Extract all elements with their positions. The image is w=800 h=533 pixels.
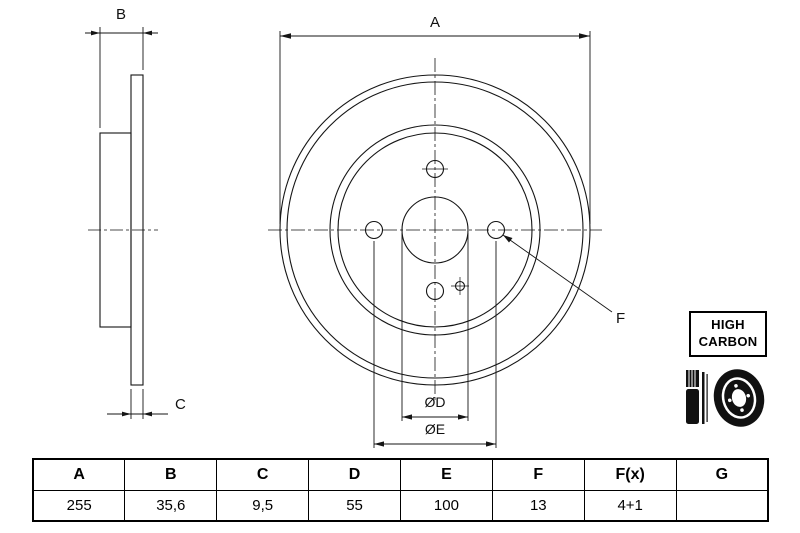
arrowhead	[486, 441, 496, 447]
arrowhead	[402, 414, 412, 420]
dimension-table: A B C D E F F(x) G 255 35,6 9,5 55 100 1…	[32, 458, 769, 522]
table-header-row: A B C D E F F(x) G	[32, 458, 769, 491]
arrowhead	[143, 411, 152, 417]
front-view	[268, 58, 602, 400]
brake-disc-glyph	[713, 369, 765, 427]
table-value-b: 35,6	[124, 489, 218, 522]
dimension-e	[373, 241, 497, 448]
table-header-d: D	[308, 458, 401, 491]
arrowhead	[579, 33, 590, 39]
table-value-c: 9,5	[216, 489, 310, 522]
dimension-b	[85, 27, 158, 128]
dimension-d	[401, 233, 469, 421]
dim-label-b: B	[116, 6, 126, 23]
table-value-d: 55	[308, 489, 401, 522]
arrowhead	[374, 441, 384, 447]
dim-label-d: ØD	[425, 394, 446, 410]
dim-label-f: F	[616, 310, 625, 327]
table-header-b: B	[124, 458, 218, 491]
table-header-e: E	[400, 458, 493, 491]
table-value-g	[675, 489, 769, 522]
arrowhead	[143, 30, 152, 36]
table-value-e: 100	[400, 489, 493, 522]
table-value-fx: 4+1	[583, 489, 677, 522]
brake-disc-and-pad-icon	[686, 369, 765, 427]
brake-disc-technical-drawing: A B C ØD ØE F	[85, 6, 625, 448]
table-header-fx: F(x)	[583, 458, 677, 491]
table-value-f: 13	[491, 489, 585, 522]
arrowhead	[122, 411, 131, 417]
dimension-c	[107, 389, 168, 419]
brake-pad-glyph	[686, 370, 708, 424]
table-header-g: G	[675, 458, 769, 491]
arrowhead	[91, 30, 100, 36]
dim-label-a: A	[430, 14, 440, 31]
high-carbon-badge: HIGH CARBON	[689, 311, 767, 357]
table-header-a: A	[32, 458, 126, 491]
side-view	[88, 74, 158, 386]
arrowhead	[503, 235, 513, 243]
table-value-row: 255 35,6 9,5 55 100 13 4+1	[32, 489, 769, 522]
arrowhead	[280, 33, 291, 39]
dim-label-c: C	[175, 396, 186, 413]
arrowhead	[458, 414, 468, 420]
dim-label-e: ØE	[425, 421, 445, 437]
table-header-c: C	[216, 458, 310, 491]
table-value-a: 255	[32, 489, 126, 522]
high-carbon-line1: HIGH	[711, 317, 745, 333]
high-carbon-line2: CARBON	[698, 334, 758, 349]
dimension-a	[279, 31, 591, 224]
table-header-f: F	[491, 458, 585, 491]
dimension-f-leader	[502, 234, 613, 313]
